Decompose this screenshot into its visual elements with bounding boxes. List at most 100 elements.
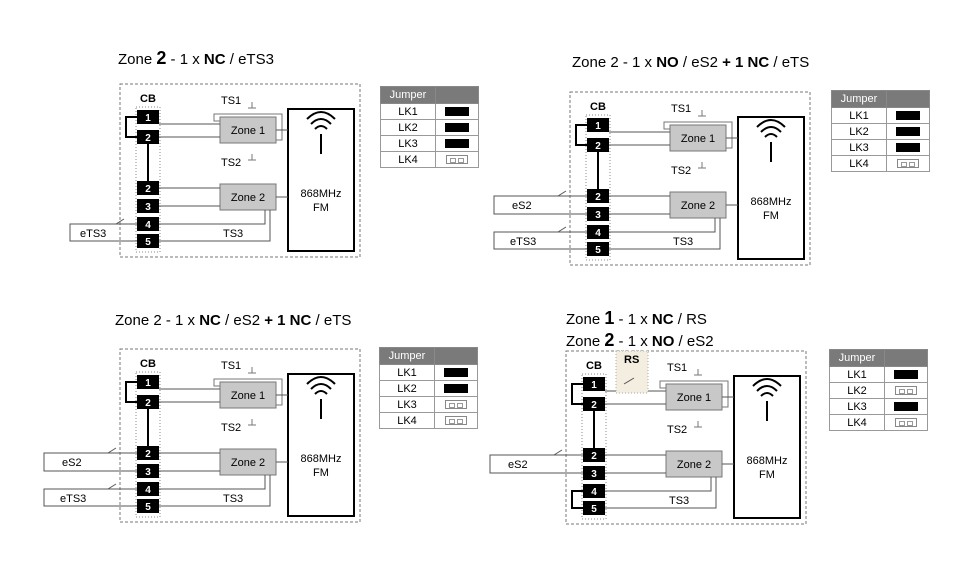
jumper-state bbox=[884, 366, 928, 383]
ts2-symbol bbox=[694, 421, 702, 428]
terminal bbox=[583, 466, 605, 480]
title-4-part: / RS bbox=[673, 311, 707, 328]
panel-1-title: Zone 2 - 1 x NC / eTS3 bbox=[118, 48, 274, 69]
jumper-state bbox=[434, 412, 478, 429]
jumper-header: Jumper bbox=[829, 349, 885, 367]
ts3-label: TS3 bbox=[669, 495, 689, 507]
jumper-header-blank bbox=[435, 86, 479, 104]
cb-label: CB bbox=[140, 93, 156, 105]
title-1-part: 2 bbox=[156, 48, 167, 68]
terminal bbox=[137, 482, 159, 496]
ts-loop bbox=[663, 121, 733, 149]
terminal bbox=[587, 242, 609, 256]
jumper-header: Jumper bbox=[379, 347, 435, 365]
ts2-symbol bbox=[248, 154, 256, 161]
terminal-label: 2 bbox=[595, 192, 601, 203]
panel-2-title: Zone 2 - 1 x NO / eS2 + 1 NC / eTS bbox=[572, 54, 809, 71]
ets3-label: eTS3 bbox=[80, 228, 106, 240]
zone1-label: Zone 1 bbox=[681, 133, 715, 145]
jumper-open-icon bbox=[895, 386, 917, 396]
link-wire bbox=[125, 381, 137, 403]
switch-symbol bbox=[107, 447, 117, 454]
rs-label: RS bbox=[624, 354, 639, 366]
cb-column bbox=[135, 371, 161, 518]
es2-label: eS2 bbox=[512, 200, 532, 212]
rs-switch bbox=[623, 377, 635, 385]
jumper-label: LK1 bbox=[829, 366, 885, 383]
jumper-state bbox=[884, 414, 928, 431]
ets3-label: eTS3 bbox=[510, 236, 536, 248]
jumper-row: LK3 bbox=[829, 398, 928, 415]
terminal bbox=[583, 397, 605, 411]
radio-mode: FM bbox=[313, 467, 329, 479]
zone2-label: Zone 2 bbox=[681, 200, 715, 212]
rs-zone bbox=[615, 350, 649, 394]
radio-module bbox=[737, 116, 805, 260]
terminal-label: 2 bbox=[591, 451, 597, 462]
title-4-part: - 1 x bbox=[614, 311, 652, 328]
jumper-state bbox=[886, 139, 930, 156]
title-3-part: Zone 2 - 1 x bbox=[115, 312, 200, 329]
jumper-header: Jumper bbox=[831, 90, 887, 108]
switch-symbol bbox=[557, 190, 567, 197]
jumper-state bbox=[886, 107, 930, 124]
title-2-part: / eTS bbox=[769, 54, 810, 71]
title-2-part: + 1 NC bbox=[722, 54, 770, 71]
terminal bbox=[137, 395, 159, 409]
terminal-label: 1 bbox=[145, 378, 151, 389]
ts2-label: TS2 bbox=[671, 165, 691, 177]
terminal bbox=[587, 225, 609, 239]
ts2-label: TS2 bbox=[667, 424, 687, 436]
switch-symbol bbox=[107, 483, 117, 490]
title-4b-part: Zone bbox=[566, 333, 605, 350]
jumper-state bbox=[884, 382, 928, 399]
link-wire bbox=[575, 124, 587, 146]
ts1-label: TS1 bbox=[221, 95, 241, 107]
ts1-symbol bbox=[248, 367, 256, 374]
jumper-label: LK1 bbox=[831, 107, 887, 124]
panel-3-title: Zone 2 - 1 x NC / eS2 + 1 NC / eTS bbox=[115, 312, 351, 329]
enclosure bbox=[119, 83, 361, 258]
ts1-symbol bbox=[694, 369, 702, 376]
title-3-part: + 1 NC bbox=[264, 312, 312, 329]
jumper-row: LK2 bbox=[379, 380, 478, 397]
zone1-box bbox=[665, 383, 723, 411]
zone2-label: Zone 2 bbox=[231, 457, 265, 469]
terminal bbox=[587, 138, 609, 152]
terminal-label: 2 bbox=[145, 133, 151, 144]
jumper-label: LK4 bbox=[380, 151, 436, 168]
jumper-row: LK3 bbox=[380, 135, 479, 152]
ts1-label: TS1 bbox=[221, 360, 241, 372]
jumper-label: LK3 bbox=[829, 398, 885, 415]
panel-4-title: Zone 1 - 1 x NC / RS bbox=[566, 308, 707, 329]
terminal-label: 1 bbox=[591, 380, 597, 391]
ts3-wire bbox=[159, 210, 266, 225]
jumper-row: LK2 bbox=[380, 119, 479, 136]
jumper-state bbox=[886, 123, 930, 140]
terminal bbox=[583, 484, 605, 498]
radio-module bbox=[287, 373, 355, 517]
enclosure bbox=[119, 348, 361, 523]
ts3-label: TS3 bbox=[223, 228, 243, 240]
terminal bbox=[583, 448, 605, 462]
switch-symbol bbox=[557, 226, 567, 233]
radio-module bbox=[733, 375, 801, 519]
zone2-label: Zone 2 bbox=[677, 459, 711, 471]
es2-loop bbox=[493, 195, 587, 215]
ts-loop bbox=[659, 380, 729, 408]
ts3-label: TS3 bbox=[673, 236, 693, 248]
terminal-label: 5 bbox=[591, 504, 597, 515]
zone1-label: Zone 1 bbox=[677, 392, 711, 404]
ts2-symbol bbox=[698, 162, 706, 169]
ets3-label: eTS3 bbox=[60, 493, 86, 505]
es2-loop bbox=[489, 454, 583, 474]
terminal bbox=[587, 189, 609, 203]
zone1-label: Zone 1 bbox=[231, 125, 265, 137]
terminal bbox=[137, 499, 159, 513]
jumper-label: LK2 bbox=[379, 380, 435, 397]
terminal-label: 2 bbox=[595, 141, 601, 152]
